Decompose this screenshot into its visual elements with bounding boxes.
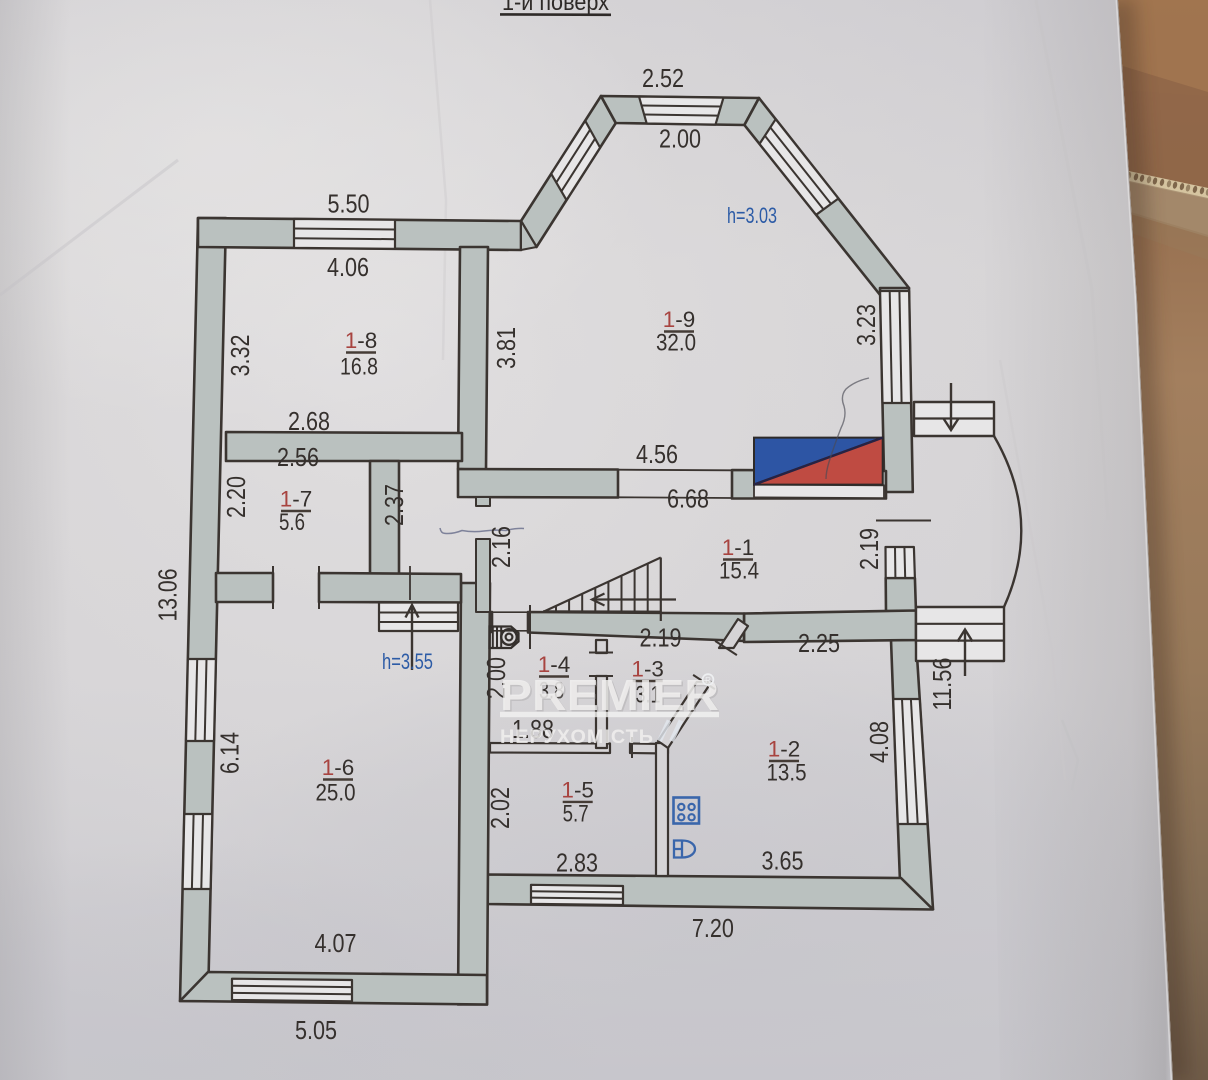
svg-text:32.0: 32.0 [656, 330, 696, 357]
svg-text:4.07: 4.07 [315, 928, 357, 958]
svg-text:2.19: 2.19 [854, 528, 884, 570]
svg-text:2.20: 2.20 [221, 476, 251, 518]
svg-text:5.50: 5.50 [328, 189, 370, 219]
svg-text:1-6: 1-6 [322, 755, 355, 780]
svg-text:1-8: 1-8 [345, 328, 378, 353]
svg-text:2.56: 2.56 [277, 442, 319, 472]
svg-text:1-2: 1-2 [768, 737, 801, 762]
svg-text:1-9: 1-9 [663, 307, 696, 332]
svg-text:1-5: 1-5 [561, 777, 594, 802]
svg-text:h=3.55: h=3.55 [382, 649, 433, 674]
svg-text:15.4: 15.4 [719, 558, 759, 585]
svg-text:6.14: 6.14 [215, 732, 245, 774]
svg-text:7.20: 7.20 [692, 913, 734, 943]
svg-text:1-1: 1-1 [722, 535, 755, 560]
svg-text:3.1: 3.1 [636, 682, 661, 709]
svg-text:3.8: 3.8 [539, 678, 564, 705]
svg-text:1-7: 1-7 [280, 487, 313, 512]
svg-text:1.88: 1.88 [512, 714, 554, 744]
svg-text:4.08: 4.08 [864, 721, 894, 763]
svg-text:1-и поверх: 1-и поверх [502, 0, 609, 16]
svg-text:4.56: 4.56 [636, 439, 678, 469]
svg-text:3.65: 3.65 [762, 846, 804, 876]
svg-text:3.32: 3.32 [225, 335, 255, 377]
svg-text:3.23: 3.23 [851, 304, 881, 346]
svg-text:25.0: 25.0 [316, 780, 356, 807]
svg-text:5.6: 5.6 [279, 509, 305, 536]
svg-text:R: R [705, 676, 711, 685]
svg-text:13.06: 13.06 [153, 569, 183, 622]
svg-text:5.7: 5.7 [563, 801, 589, 828]
svg-text:3.81: 3.81 [491, 327, 521, 369]
svg-text:5.05: 5.05 [295, 1015, 337, 1045]
svg-text:2.16: 2.16 [486, 526, 516, 568]
svg-text:2.25: 2.25 [798, 628, 840, 658]
svg-text:2.52: 2.52 [642, 63, 684, 93]
svg-text:2.02: 2.02 [485, 787, 515, 829]
svg-text:1-3: 1-3 [631, 657, 664, 682]
svg-text:1-4: 1-4 [538, 652, 571, 677]
svg-text:13.5: 13.5 [767, 760, 807, 787]
svg-text:4.06: 4.06 [327, 252, 369, 282]
svg-text:2.00: 2.00 [659, 124, 701, 154]
svg-text:2.00: 2.00 [481, 657, 511, 699]
svg-text:6.68: 6.68 [667, 484, 709, 514]
svg-text:16.8: 16.8 [340, 354, 378, 381]
svg-text:2.37: 2.37 [379, 484, 409, 526]
svg-text:2.68: 2.68 [288, 406, 330, 436]
svg-text:11.56: 11.56 [927, 658, 957, 711]
svg-text:НЕРУХОМІСТЬ: НЕРУХОМІСТЬ [500, 726, 654, 748]
svg-text:h=3.03: h=3.03 [727, 203, 777, 228]
svg-text:2.19: 2.19 [640, 623, 682, 653]
svg-text:2.83: 2.83 [556, 848, 598, 878]
